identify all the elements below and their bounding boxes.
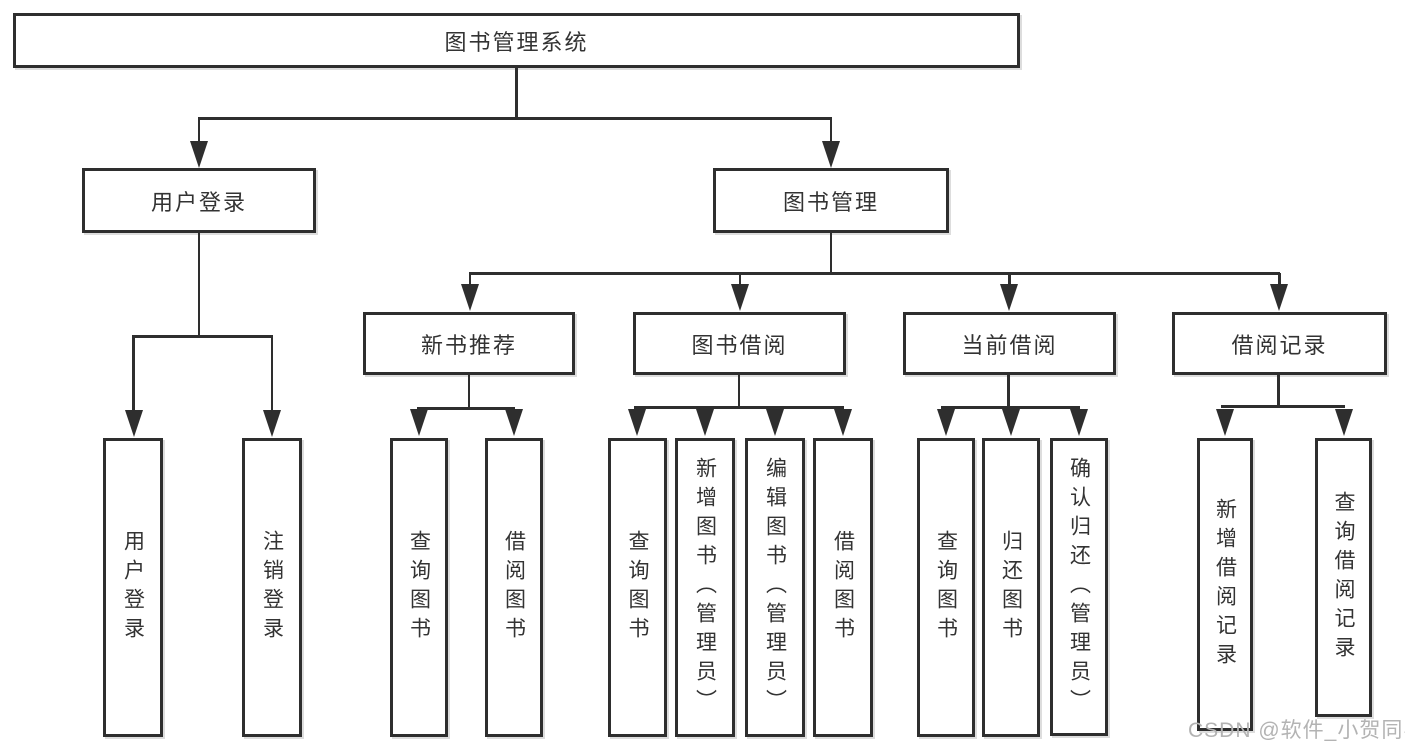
- arrowhead-borrowing-records: [1270, 284, 1288, 311]
- leaf-add-books-admin-label: 新增图书（管理员）: [693, 457, 717, 718]
- connector-drop-leaf-logout: [270, 336, 273, 412]
- leaf-add-borrow-record-label: 新增借阅记录: [1213, 497, 1237, 672]
- connector-borrowing-records-branch: [1221, 405, 1345, 408]
- arrowhead-leaf-add-record: [1216, 409, 1234, 436]
- connector-drop-new-book: [468, 273, 471, 286]
- leaf-query-books-1: 查询图书: [390, 438, 448, 737]
- arrowhead-leaf-user-login: [125, 410, 143, 437]
- connector-drop-borrowing-records: [1278, 273, 1281, 286]
- connector-drop-book-management: [829, 118, 832, 144]
- leaf-borrow-books-1: 借阅图书: [485, 438, 543, 737]
- connector-book-borrowing-drop: [737, 375, 740, 408]
- arrowhead-leaf-query-books-2: [628, 409, 646, 436]
- leaf-edit-books-admin-label: 编辑图书（管理员）: [763, 457, 787, 718]
- leaf-borrow-books-1-label: 借阅图书: [502, 529, 526, 646]
- arrowhead-leaf-logout: [263, 410, 281, 437]
- connector-book-borrowing-branch: [634, 406, 844, 409]
- leaf-user-login: 用户登录: [103, 438, 163, 737]
- leaf-return-books: 归还图书: [982, 438, 1040, 737]
- connector-level2-branch: [198, 117, 832, 120]
- leaf-confirm-return-admin: 确认归还（管理员）: [1050, 438, 1108, 736]
- arrowhead-leaf-edit-books: [766, 409, 784, 436]
- watermark: CSDN @软件_小贺同学: [1188, 719, 1405, 742]
- leaf-borrow-books-2-label: 借阅图书: [831, 529, 855, 646]
- arrowhead-leaf-query-books-1: [410, 409, 428, 436]
- connector-current-borrowing-branch: [941, 406, 1080, 409]
- node-user-login: 用户登录: [82, 168, 316, 233]
- leaf-query-books-2: 查询图书: [608, 438, 667, 737]
- connector-level3-branch: [469, 272, 1280, 275]
- connector-new-book-branch: [417, 407, 515, 410]
- arrowhead-book-borrowing: [731, 284, 749, 311]
- node-current-borrowing-label: 当前借阅: [961, 332, 1058, 358]
- node-current-borrowing: 当前借阅: [903, 312, 1116, 375]
- arrowhead-leaf-return-books: [1002, 409, 1020, 436]
- node-book-management: 图书管理: [713, 168, 949, 233]
- arrowhead-leaf-borrow-books-2: [834, 409, 852, 436]
- connector-drop-user-login: [197, 118, 200, 144]
- leaf-query-books-1-label: 查询图书: [407, 529, 431, 646]
- node-new-book-recommend: 新书推荐: [363, 312, 575, 375]
- connector-user-login-branch: [132, 335, 273, 338]
- arrowhead-leaf-add-books: [696, 409, 714, 436]
- node-root: 图书管理系统: [13, 13, 1020, 68]
- node-book-management-label: 图书管理: [782, 189, 879, 215]
- leaf-query-borrow-record-label: 查询借阅记录: [1332, 490, 1355, 665]
- leaf-query-books-3: 查询图书: [917, 438, 975, 737]
- node-root-label: 图书管理系统: [444, 29, 589, 55]
- leaf-user-login-label: 用户登录: [121, 529, 145, 646]
- arrowhead-leaf-query-books-3: [937, 409, 955, 436]
- leaf-add-borrow-record: 新增借阅记录: [1197, 438, 1253, 731]
- leaf-query-books-2-label: 查询图书: [626, 529, 649, 646]
- node-borrowing-records-label: 借阅记录: [1231, 332, 1328, 358]
- connector-drop-book-borrowing: [738, 273, 741, 286]
- leaf-return-books-label: 归还图书: [999, 529, 1023, 646]
- connector-borrowing-records-drop: [1277, 375, 1280, 407]
- connector-drop-leaf-user-login: [132, 336, 135, 412]
- node-book-borrowing-label: 图书借阅: [691, 332, 788, 358]
- connector-book-management-drop: [829, 233, 832, 274]
- leaf-borrow-books-2: 借阅图书: [813, 438, 873, 737]
- leaf-query-borrow-record: 查询借阅记录: [1315, 438, 1372, 717]
- connector-root-drop: [515, 68, 518, 119]
- connector-current-borrowing-drop: [1007, 375, 1010, 408]
- arrowhead-book-management: [822, 141, 840, 168]
- arrowhead-new-book: [461, 284, 479, 311]
- leaf-logout-label: 注销登录: [260, 529, 284, 646]
- node-user-login-label: 用户登录: [150, 189, 247, 215]
- arrowhead-leaf-borrow-books-1: [505, 409, 523, 436]
- arrowhead-leaf-query-record: [1335, 409, 1353, 436]
- connector-user-login-drop: [197, 233, 200, 337]
- arrowhead-user-login: [190, 141, 208, 168]
- arrowhead-leaf-confirm-return: [1070, 409, 1088, 436]
- leaf-query-books-3-label: 查询图书: [934, 529, 958, 646]
- node-borrowing-records: 借阅记录: [1172, 312, 1387, 375]
- node-book-borrowing: 图书借阅: [633, 312, 846, 375]
- leaf-edit-books-admin: 编辑图书（管理员）: [745, 438, 805, 737]
- node-new-book-recommend-label: 新书推荐: [420, 332, 517, 358]
- arrowhead-current-borrowing: [1000, 284, 1018, 311]
- leaf-logout: 注销登录: [242, 438, 302, 737]
- connector-new-book-drop: [467, 375, 470, 409]
- connector-drop-current-borrowing: [1008, 273, 1011, 286]
- leaf-confirm-return-admin-label: 确认归还（管理员）: [1067, 456, 1091, 718]
- leaf-add-books-admin: 新增图书（管理员）: [675, 438, 735, 737]
